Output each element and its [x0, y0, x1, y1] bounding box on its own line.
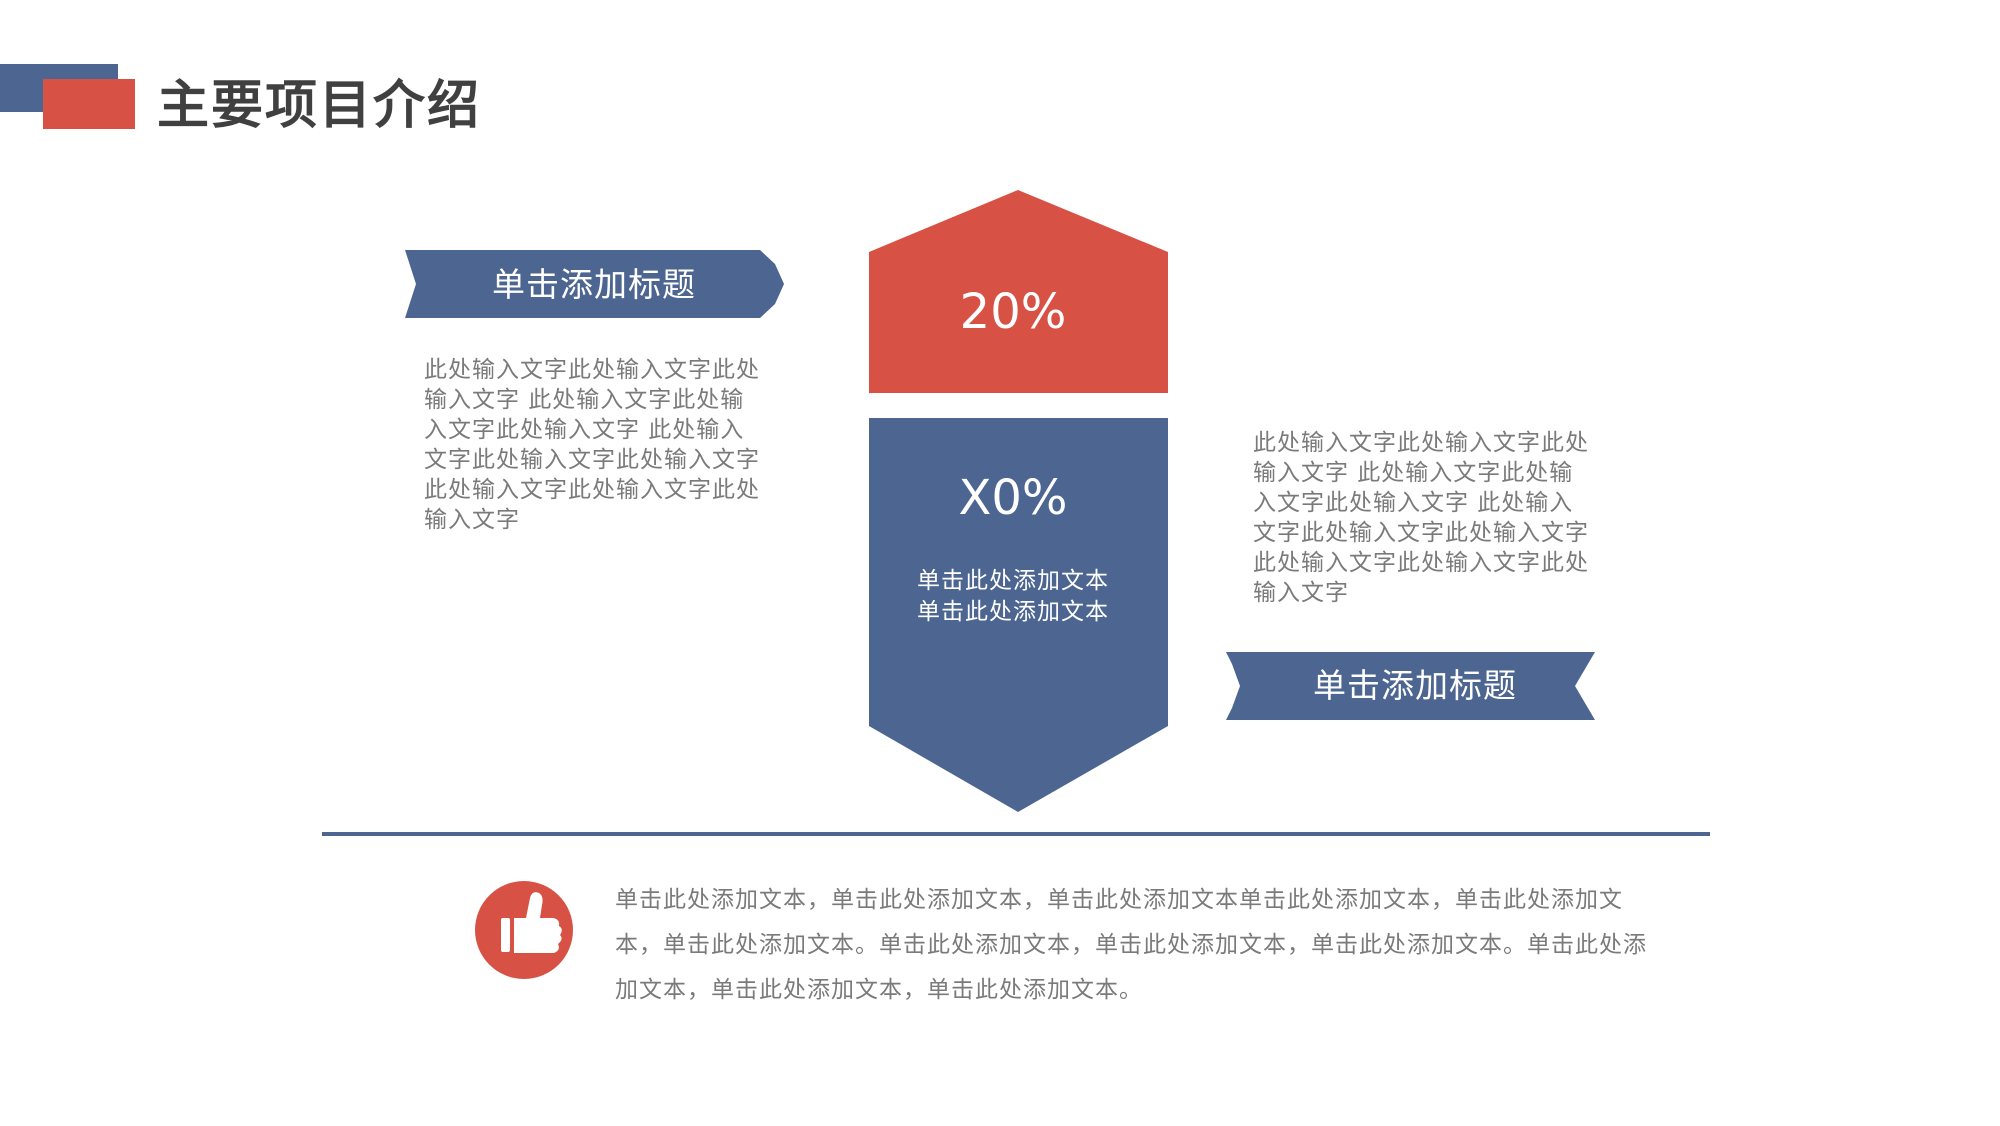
center-bottom-line-1: 单击此处添加文本 [917, 568, 1109, 594]
left-ribbon-shape [405, 250, 784, 318]
center-red-shape [869, 190, 1168, 393]
left-card-body[interactable]: 此处输入文字此处输入文字此处输入文字 此处输入文字此处输入文字此处输入文字 此处… [424, 357, 760, 533]
divider-line [322, 832, 1710, 836]
center-top-value[interactable]: 20% [959, 284, 1067, 340]
center-blue-shape [869, 418, 1168, 812]
thumbs-up-icon [501, 892, 562, 953]
header-red-block [43, 79, 135, 129]
center-bottom-value[interactable]: X0% [958, 470, 1068, 526]
center-bottom-line-2: 单击此处添加文本 [917, 599, 1109, 625]
left-card-title[interactable]: 单击添加标题 [492, 265, 696, 304]
right-card-body[interactable]: 此处输入文字此处输入文字此处输入文字 此处输入文字此处输入文字此处输入文字 此处… [1253, 430, 1589, 606]
footer-text[interactable]: 单击此处添加文本，单击此处添加文本，单击此处添加文本单击此处添加文本，单击此处添… [615, 887, 1647, 1003]
center-bottom-text[interactable]: 单击此处添加文本 单击此处添加文本 [863, 566, 1163, 628]
right-card-title[interactable]: 单击添加标题 [1313, 666, 1517, 705]
page-title: 主要项目介绍 [157, 76, 482, 136]
right-ribbon-shape [1226, 652, 1595, 720]
